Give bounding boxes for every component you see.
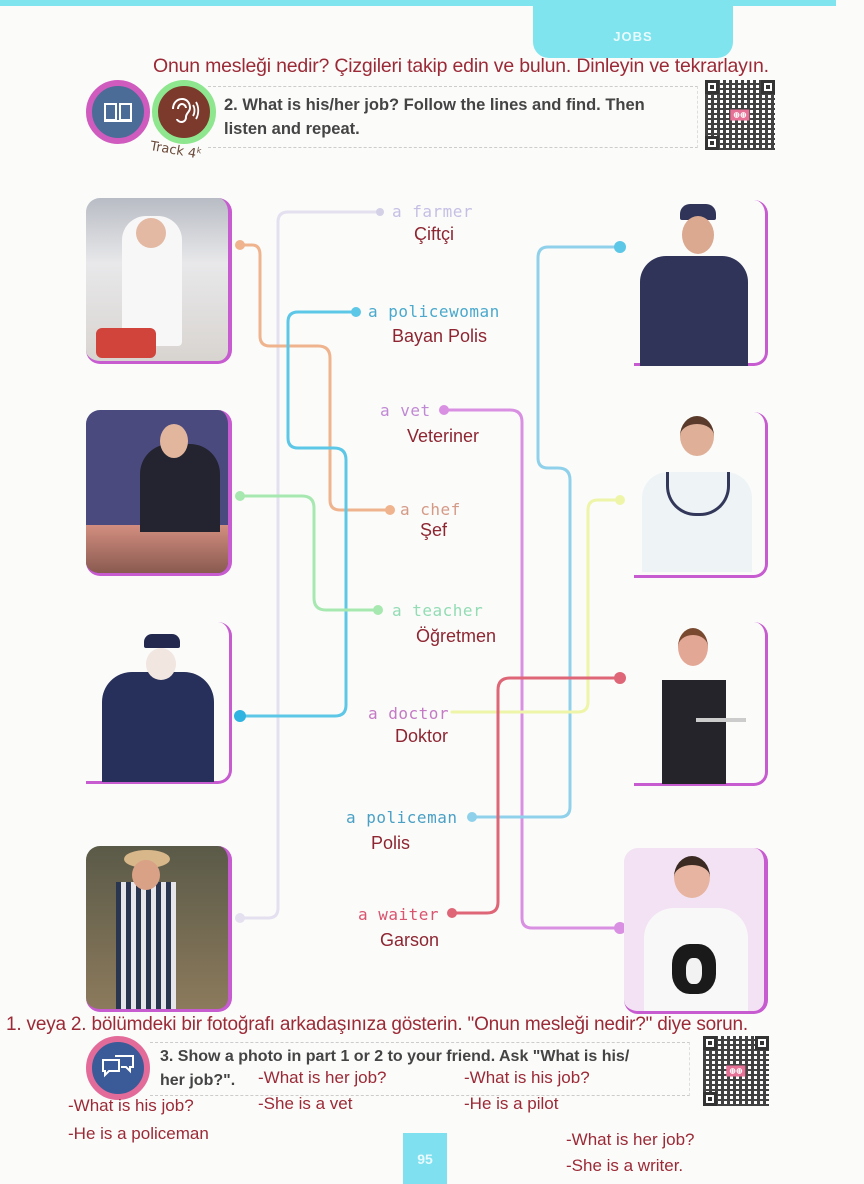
dialog-4-question: -What is her job? — [566, 1130, 695, 1149]
dialog-1-answer: -He is a policeman — [68, 1124, 209, 1143]
qr-code-icon-2[interactable]: ⊕⊕ — [703, 1036, 769, 1106]
word-tr-policeman: Polis — [371, 833, 411, 853]
top-color-band — [0, 0, 836, 6]
word-en-vet: a vet — [380, 401, 431, 420]
word-tr-chef: Şef — [420, 520, 448, 540]
word-en-teacher: a teacher — [392, 601, 484, 620]
dialog-2-answer: -She is a vet — [258, 1094, 353, 1113]
instruction-line-1: 2. What is his/her job? Follow the lines… — [224, 96, 645, 114]
word-en-policewoman: a policewoman — [368, 302, 500, 321]
farmer-photo[interactable] — [86, 846, 232, 1012]
unit-tab-label: JOBS — [613, 28, 653, 44]
dialog-1-question: -What is his job? — [68, 1096, 194, 1115]
instruction-box — [208, 86, 698, 148]
dialog-3-answer: -He is a pilot — [464, 1094, 559, 1113]
page-number: 95 — [417, 1150, 433, 1167]
word-en-farmer: a farmer — [392, 202, 474, 221]
instruction-line-2: listen and repeat. — [224, 120, 360, 138]
qr-code-icon[interactable]: ⊕⊕ — [705, 80, 775, 150]
word-tr-waiter: Garson — [380, 930, 440, 950]
waiter-photo[interactable] — [634, 622, 768, 786]
policeman-photo[interactable] — [634, 200, 768, 366]
page-number-badge: 95 — [403, 1133, 447, 1184]
speech-bubbles-icon — [86, 1036, 150, 1100]
word-en-doctor: a doctor — [368, 704, 450, 723]
word-tr-doctor: Doktor — [395, 726, 449, 746]
word-en-waiter: a waiter — [358, 905, 440, 924]
teacher-photo[interactable] — [86, 410, 232, 576]
dialog-2-question: -What is her job? — [258, 1068, 387, 1087]
policewoman-photo[interactable] — [86, 622, 232, 784]
dialog-3-question: -What is his job? — [464, 1068, 590, 1087]
speaking-instruction-box — [150, 1042, 690, 1096]
ear-listening-icon[interactable] — [152, 80, 216, 144]
turkish-instruction-title: Onun mesleği nedir? Çizgileri takip edin… — [153, 55, 769, 77]
word-en-chef: a chef — [400, 500, 461, 519]
chef-photo[interactable] — [86, 198, 232, 364]
word-tr-vet: Veteriner — [407, 426, 480, 446]
unit-tab: JOBS — [533, 0, 733, 58]
vet-photo[interactable] — [624, 848, 768, 1014]
speaking-instruction-line-1: 3. Show a photo in part 1 or 2 to your f… — [160, 1048, 630, 1065]
book-icon — [86, 80, 150, 144]
word-tr-teacher: Öğretmen — [416, 626, 497, 646]
speaking-turkish-title: 1. veya 2. bölümdeki bir fotoğrafı arkad… — [6, 1014, 748, 1035]
speaking-instruction-line-2: her job?". — [160, 1072, 236, 1089]
doctor-photo[interactable] — [634, 412, 768, 578]
word-tr-farmer: Çiftçi — [414, 224, 454, 244]
word-tr-policewoman: Bayan Polis — [392, 326, 488, 346]
word-en-policeman: a policeman — [346, 808, 458, 827]
dialog-4-answer: -She is a writer. — [566, 1156, 684, 1175]
